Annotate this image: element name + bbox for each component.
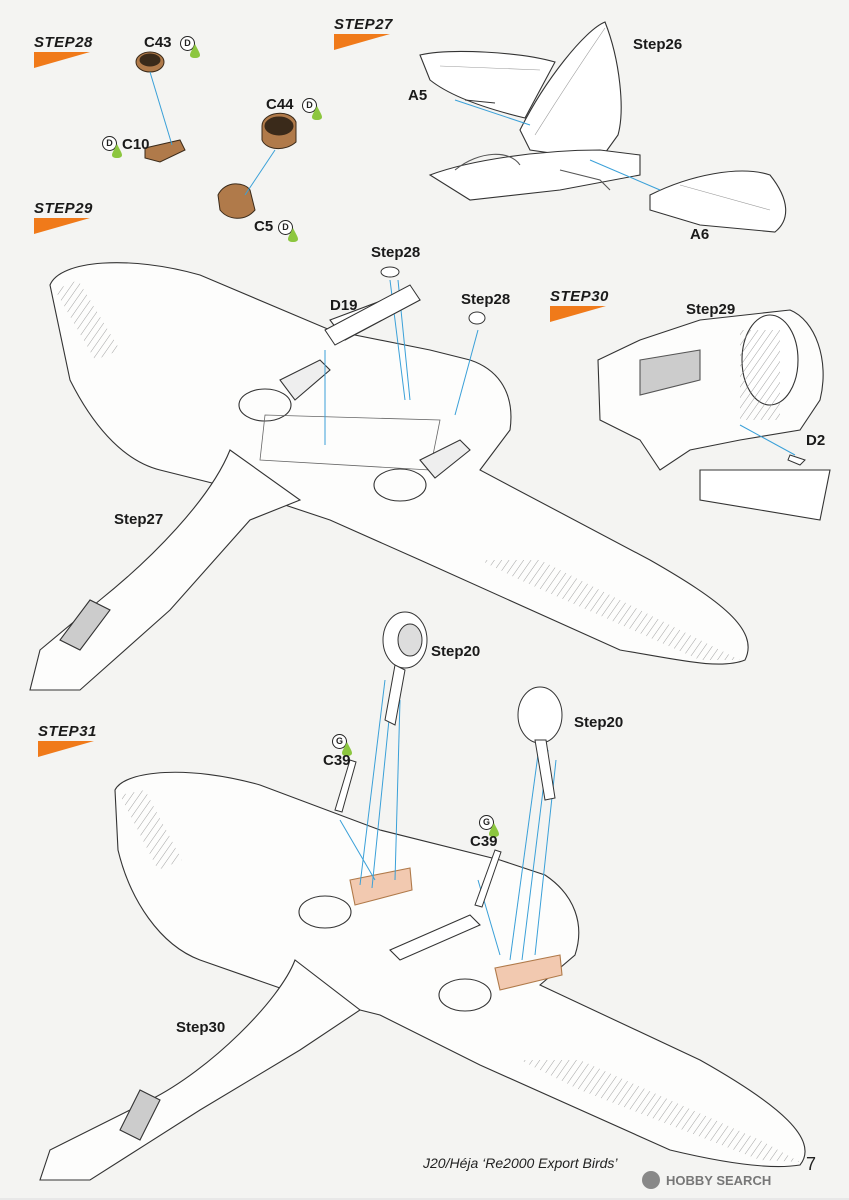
part-label-a6: A6 [690, 226, 710, 243]
paint-drop-icon [312, 106, 322, 120]
paint-drop-icon [489, 823, 499, 837]
step-prefix: STEP [334, 16, 376, 33]
paint-drop-icon [288, 228, 298, 242]
step28-parts [135, 51, 297, 219]
step-number: 27 [375, 16, 393, 33]
ref-step28-b: Step28 [461, 291, 511, 308]
part-label-c44: C44 [266, 96, 294, 113]
step-number: 31 [79, 723, 97, 740]
part-label-d19: D19 [330, 297, 358, 314]
part-label-d2: D2 [806, 432, 826, 449]
paint-code-d: D [102, 136, 117, 151]
ref-step26: Step26 [633, 36, 683, 53]
guide-lines-step30 [739, 424, 796, 456]
paint-code-g: G [332, 734, 347, 749]
paint-drop-icon [190, 44, 200, 58]
part-label-a5: A5 [408, 87, 428, 104]
ref-step20-a: Step20 [431, 643, 481, 660]
step-31-badge: STEP31 [34, 723, 114, 757]
step-30-badge: STEP30 [546, 288, 626, 322]
paint-code-d: D [180, 36, 195, 51]
step-badge-arrow [34, 52, 90, 68]
paint-code-d: D [302, 98, 317, 113]
paint-code-g: G [479, 815, 494, 830]
guide-lines-step28 [149, 71, 276, 196]
watermark-logo-icon [642, 1171, 660, 1189]
paint-drop-icon [112, 144, 122, 158]
part-label-c10: C10 [122, 136, 150, 153]
step-badge-arrow [550, 306, 606, 322]
ref-step20-b: Step20 [574, 714, 624, 731]
part-label-c39-left: C39 [323, 752, 351, 769]
part-label-c5: C5 [254, 218, 274, 235]
ref-step27: Step27 [114, 511, 164, 528]
step-27-badge: STEP27 [330, 16, 410, 50]
step-prefix: STEP [550, 288, 592, 305]
step-badge-arrow [38, 741, 94, 757]
tail-assembly [419, 21, 787, 233]
paint-drop-icon [342, 742, 352, 756]
page-number: 7 [806, 1154, 817, 1174]
step-badge-arrow [34, 218, 90, 234]
step29-wing [29, 262, 749, 691]
step-prefix: STEP [38, 723, 80, 740]
step-28-badge: STEP28 [30, 34, 110, 68]
paint-code-d: D [278, 220, 293, 235]
step-number: 28 [75, 34, 93, 51]
step-number: 30 [591, 288, 609, 305]
guide-lines-step27 [454, 99, 661, 191]
ref-step28-a: Step28 [371, 244, 421, 261]
step-prefix: STEP [34, 34, 76, 51]
step31-wing [39, 771, 806, 1181]
ref-step30: Step30 [176, 1019, 226, 1036]
watermark-text: HOBBY SEARCH [666, 1173, 772, 1188]
step-prefix: STEP [34, 200, 76, 217]
step-badge-arrow [334, 34, 390, 50]
ref-step29: Step29 [686, 301, 736, 318]
landing-gear-parts [334, 611, 563, 908]
part-label-c39-right: C39 [470, 833, 498, 850]
part-label-c43: C43 [144, 34, 172, 51]
step30-detail [597, 309, 831, 521]
step-29-badge: STEP29 [30, 200, 110, 234]
step-number: 29 [75, 200, 93, 217]
footer-title: J20/Héja ‘Re2000 Export Birds’ [423, 1155, 618, 1171]
step29-small-parts [324, 266, 486, 346]
